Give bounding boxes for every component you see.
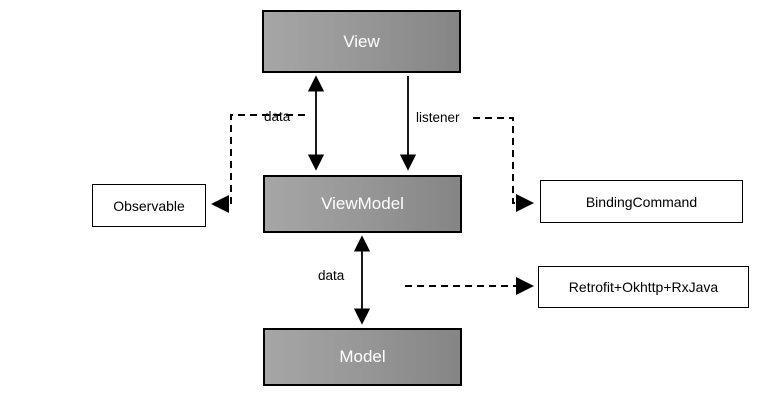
edge-listener-to-bindingcommand (473, 117, 534, 212)
node-observable-label: Observable (113, 197, 185, 214)
node-binding-command-label: BindingCommand (585, 193, 698, 210)
node-observable[interactable]: Observable (92, 184, 206, 227)
node-retrofit-okhttp-rxjava[interactable]: Retrofit+Okhttp+RxJava (538, 266, 749, 308)
node-viewmodel-label: ViewModel (321, 194, 404, 213)
node-retrofit-okhttp-rxjava-label: Retrofit+Okhttp+RxJava (568, 279, 719, 295)
edge-label-data-bottom: data (318, 268, 345, 283)
node-view[interactable]: View (262, 10, 461, 73)
edge-data-to-observable (211, 114, 305, 213)
edge-label-listener: listener (416, 110, 460, 125)
node-viewmodel[interactable]: ViewModel (263, 175, 462, 233)
node-view-label: View (343, 31, 380, 51)
node-model-label: Model (339, 347, 386, 366)
node-binding-command[interactable]: BindingCommand (540, 180, 743, 223)
node-model[interactable]: Model (263, 328, 462, 386)
edge-label-data-top: data (264, 109, 291, 124)
